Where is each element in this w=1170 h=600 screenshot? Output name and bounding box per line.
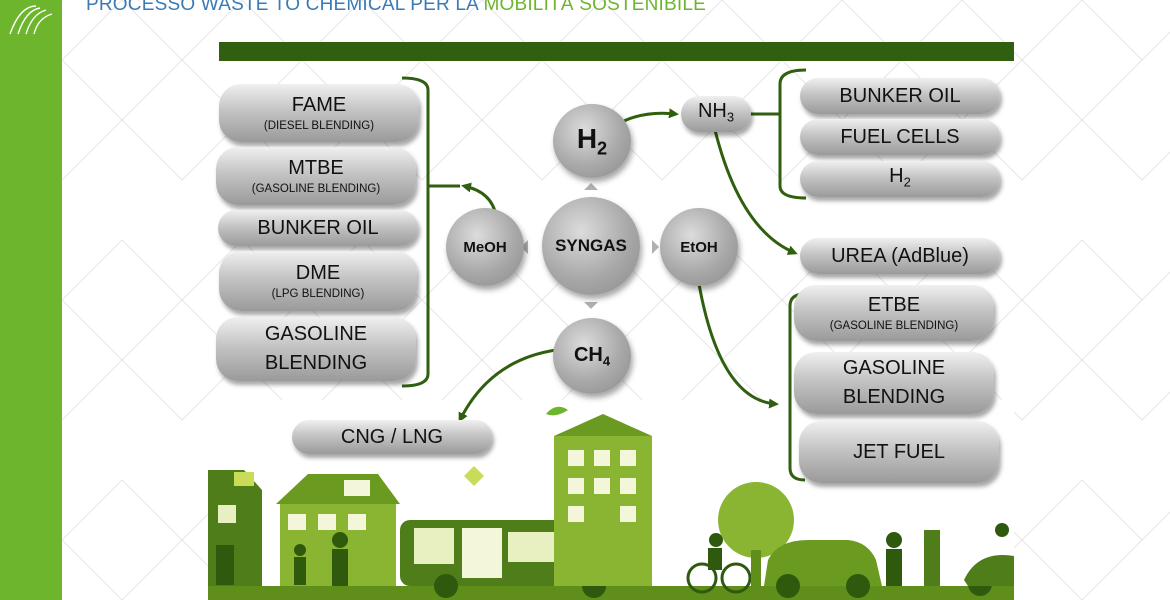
product-main: BUNKER OIL <box>839 85 961 107</box>
product-main: UREA (AdBlue) <box>831 245 969 267</box>
product-main: H2 <box>889 164 911 190</box>
product-bunker-oil-right: BUNKER OIL <box>800 78 1000 114</box>
title-part1: PROCESSO WASTE TO CHEMICAL PER LA <box>86 0 484 15</box>
product-fame: FAME (DIESEL BLENDING) <box>219 84 419 142</box>
nh3-label: NH3 <box>697 99 735 125</box>
product-gasoline-blending-right: GASOLINE BLENDING <box>794 352 994 414</box>
product-etbe: ETBE (GASOLINE BLENDING) <box>794 285 994 341</box>
product-main: MTBE <box>288 157 344 179</box>
product-main: CNG / LNG <box>340 426 444 448</box>
node-meoh: MeOH <box>446 208 524 286</box>
meoh-label: MeOH <box>463 238 507 256</box>
product-urea: UREA (AdBlue) <box>800 238 1000 274</box>
product-main: ETBE <box>867 294 921 316</box>
node-syngas: SYNGAS <box>542 197 640 295</box>
product-dme: DME (LPG BLENDING) <box>219 251 417 311</box>
product-sub: (DIESEL BLENDING) <box>263 120 375 132</box>
logo-icon <box>9 5 53 35</box>
product-h2: H2 <box>800 161 1000 197</box>
product-bunker-oil-left: BUNKER OIL <box>218 210 418 246</box>
product-sub: (GASOLINE BLENDING) <box>829 320 959 332</box>
ch4-label: CH4 <box>573 343 611 369</box>
product-main: BUNKER OIL <box>257 217 379 239</box>
node-etoh: EtOH <box>660 208 738 286</box>
page-title: PROCESSO WASTE TO CHEMICAL PER LA MOBILI… <box>86 0 706 16</box>
syngas-label: SYNGAS <box>555 236 627 255</box>
node-h2: H2 <box>553 104 631 178</box>
product-main: FUEL CELLS <box>840 126 960 148</box>
product-gasoline-blending-left: GASOLINE BLENDING <box>216 317 416 381</box>
title-part2: MOBILITÀ SOSTENIBILE <box>483 0 707 15</box>
product-main2: BLENDING <box>842 386 946 408</box>
product-main: GASOLINE <box>842 357 946 379</box>
product-cng-lng: CNG / LNG <box>292 420 492 454</box>
node-ch4: CH4 <box>553 318 631 394</box>
product-main: DME <box>295 262 341 284</box>
product-sub: (LPG BLENDING) <box>271 288 365 300</box>
product-mtbe: MTBE (GASOLINE BLENDING) <box>216 147 416 205</box>
node-nh3: NH3 <box>681 96 751 132</box>
product-main: GASOLINE <box>264 323 368 345</box>
product-sub: (GASOLINE BLENDING) <box>251 183 381 195</box>
product-main2: BLENDING <box>264 352 368 374</box>
header-bar <box>219 42 1014 61</box>
sidebar <box>0 0 62 600</box>
product-main: FAME <box>291 94 347 116</box>
h2-label: H2 <box>576 122 608 159</box>
product-main: JET FUEL <box>853 441 945 463</box>
product-jet-fuel: JET FUEL <box>799 421 999 483</box>
product-fuel-cells: FUEL CELLS <box>800 119 1000 155</box>
etoh-label: EtOH <box>680 238 718 256</box>
